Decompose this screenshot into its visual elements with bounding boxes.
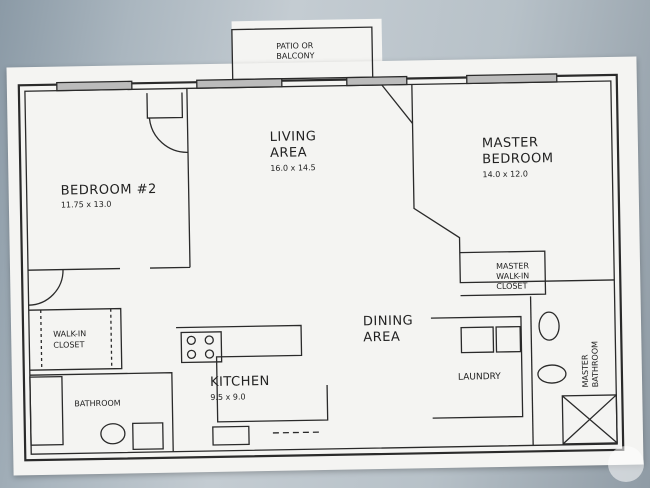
- bathroom-wall: [29, 372, 174, 452]
- kitchen-counter: [176, 324, 329, 423]
- laundry-label: LAUNDRY: [458, 372, 501, 383]
- washer: [460, 326, 495, 354]
- patio-outline: [231, 26, 374, 81]
- master-door: [381, 84, 414, 124]
- master-dim: 14.0 x 12.0: [482, 169, 528, 179]
- living-label-2: AREA: [270, 145, 307, 161]
- walkin-label-2: CLOSET: [53, 340, 84, 350]
- master-toilet: [537, 364, 567, 384]
- shower: [561, 394, 618, 445]
- master-bath-label-2: BATHROOM: [590, 341, 600, 388]
- bathtub: [29, 375, 64, 446]
- kitchen-label: KITCHEN: [210, 374, 270, 390]
- master-bath-label: MASTER: [581, 354, 591, 388]
- window-3: [346, 75, 408, 87]
- master-walkin-label-3: CLOSET: [496, 281, 527, 291]
- walkin-wall: [28, 307, 123, 371]
- toilet: [100, 423, 126, 445]
- bedroom2-wall: [28, 88, 191, 271]
- patio-label-2: BALCONY: [276, 51, 314, 61]
- burner-2: [204, 335, 214, 345]
- master-walkin-label: MASTER: [496, 261, 530, 271]
- living-dim: 16.0 x 14.5: [270, 163, 316, 173]
- master-sink: [538, 311, 560, 341]
- bedroom2-door: [148, 117, 189, 154]
- walkin-label: WALK-IN: [53, 329, 86, 339]
- living-label: LIVING: [270, 129, 317, 145]
- patio-label: PATIO OR: [276, 41, 314, 51]
- bedroom2-dim: 11.75 x 13.0: [61, 200, 112, 210]
- bedroom2-door-2: [28, 269, 64, 306]
- dining-label-2: AREA: [363, 330, 400, 346]
- bathroom-label: BATHROOM: [74, 399, 121, 409]
- bedroom2-label: BEDROOM #2: [61, 182, 157, 199]
- burner-3: [186, 349, 197, 359]
- master-closet: [459, 250, 547, 297]
- dryer: [495, 325, 522, 353]
- bath-sink: [132, 422, 164, 451]
- master-label: MASTER: [482, 135, 539, 151]
- walkin-rod: [40, 308, 113, 370]
- master-wall: [411, 84, 615, 284]
- shower-x: [561, 394, 618, 445]
- master-bath-wall: [529, 296, 534, 446]
- kitchen-sink: [212, 425, 250, 446]
- laundry-wall: [430, 315, 524, 419]
- window-4: [466, 73, 558, 85]
- watermark-logo: [608, 446, 644, 482]
- dining-label: DINING: [363, 313, 413, 329]
- inner-wall: [24, 80, 618, 455]
- burner-1: [186, 335, 196, 345]
- stove: [180, 331, 223, 364]
- bedroom2-closet: [146, 92, 184, 119]
- window-2: [196, 78, 283, 89]
- master-label-2: BEDROOM: [482, 151, 554, 167]
- kitchen-dim: 9.5 x 9.0: [210, 392, 245, 402]
- master-walkin-label-2: WALK-IN: [496, 271, 529, 281]
- window-1: [56, 80, 133, 92]
- burner-4: [204, 349, 215, 359]
- kitchen-dash: [272, 431, 323, 434]
